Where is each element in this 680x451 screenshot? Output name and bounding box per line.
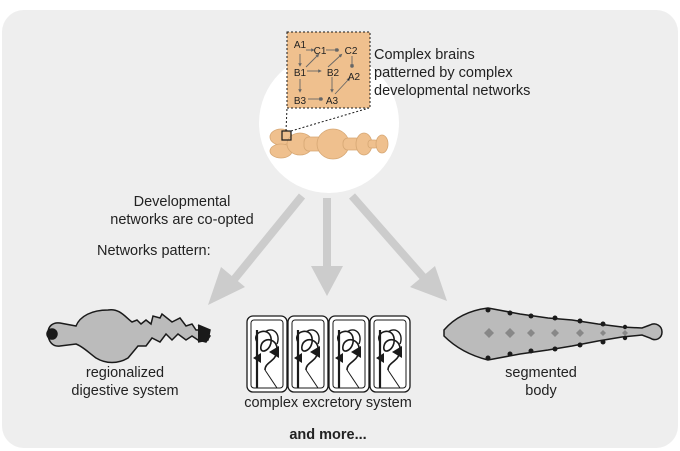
- and-more-label: and more...: [289, 427, 367, 443]
- arrow-to-excretory: [311, 198, 343, 296]
- excretory-cell-3: [328, 315, 370, 393]
- digestive-label-line-1: regionalized: [85, 365, 165, 381]
- developmental-network-box: A1 C1 C2 B1 B2 A2 B3 A3: [286, 31, 371, 109]
- brain-caption: Complex brains patterned by complex deve…: [374, 46, 530, 100]
- arrow-to-digestive: [208, 193, 306, 305]
- coopt-arrows: [208, 193, 447, 305]
- node-b3: B3: [294, 96, 307, 107]
- coopt-caption-line-1: Developmental: [133, 194, 231, 210]
- digestive-label-line-2: digestive system: [71, 383, 179, 399]
- brain-caption-line-1: Complex brains: [374, 47, 475, 63]
- arrow-to-segmented: [348, 193, 447, 301]
- brain-caption-line-2: patterned by complex: [374, 65, 513, 81]
- excretory-cell-1: [246, 315, 288, 393]
- segmented-body-illustration: [443, 307, 663, 361]
- node-c1: C1: [314, 46, 327, 57]
- node-c2: C2: [345, 46, 358, 57]
- excretory-cell-4: [369, 315, 411, 393]
- brain-caption-line-3: developmental networks: [374, 83, 531, 99]
- brain-illustration: [269, 128, 389, 160]
- network-node-labels: A1 C1 C2 B1 B2 A2 B3 A3: [294, 40, 361, 107]
- segmented-label-line-2: body: [525, 383, 557, 399]
- excretory-system-illustration: [246, 315, 411, 393]
- coopt-caption-line-2: networks are co-opted: [110, 212, 254, 228]
- node-a1: A1: [294, 40, 307, 51]
- segmented-label: segmented body: [496, 364, 586, 400]
- networks-pattern-label: Networks pattern:: [97, 243, 211, 259]
- zoom-line-right: [290, 107, 370, 132]
- digestive-label: regionalized digestive system: [50, 364, 200, 400]
- node-a3: A3: [326, 96, 339, 107]
- excretory-label: complex excretory system: [244, 395, 412, 411]
- excretory-cell-2: [287, 315, 329, 393]
- coopt-caption: Developmental networks are co-opted: [92, 193, 272, 229]
- digestive-system-illustration: [46, 309, 211, 364]
- segmented-label-line-1: segmented: [505, 365, 577, 381]
- node-a2: A2: [348, 72, 361, 83]
- node-b1: B1: [294, 68, 307, 79]
- node-b2: B2: [327, 68, 340, 79]
